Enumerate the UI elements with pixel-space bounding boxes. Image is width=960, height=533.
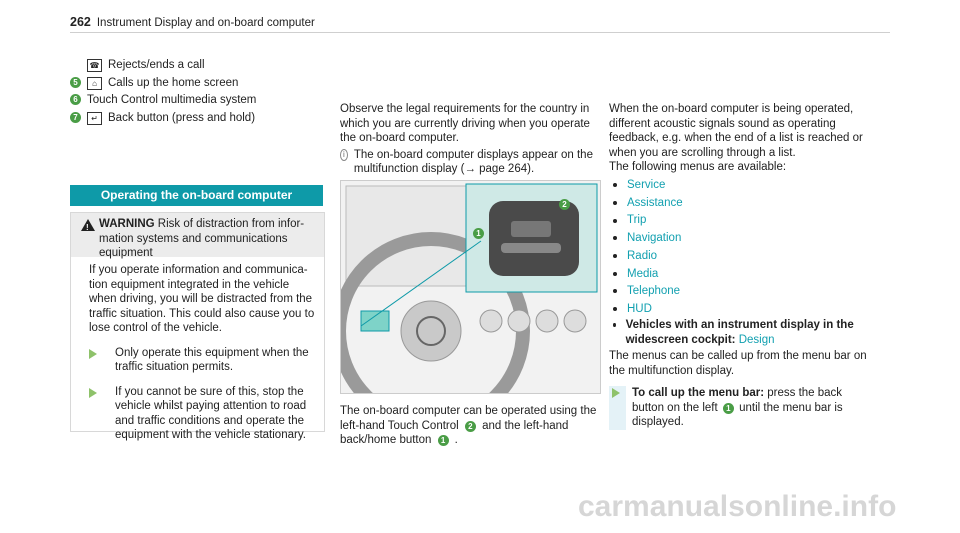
section-title: Operating the on-board computer [70,185,323,206]
item-text: Touch Control multimedia system [87,94,257,106]
column-2-bottom: The on-board computer can be operated us… [340,405,597,447]
list-item: Assistance [609,194,871,212]
callout-number: 7 [70,111,81,123]
menu-link[interactable]: Assistance [627,196,683,209]
menu-link[interactable]: Navigation [627,232,682,245]
menu-list: Service Assistance Trip Navigation Radio… [609,177,871,348]
item-text: Calls up the home screen [108,76,239,89]
step-text: If you cannot be sure of this, stop the … [115,385,307,442]
callout-1: 1 [473,228,484,239]
page-number: 262 [70,15,91,29]
warning-box: ! WARNING Risk of distraction from infor… [70,212,325,441]
list-item: HUD [609,300,871,318]
howto-text-2: until the menu bar is displayed. [632,401,843,429]
warning-label: WARNING [99,218,155,230]
list-item: 6 Touch Control multimedia system [70,93,325,108]
warning-body: If you operate information and communica… [89,263,317,443]
watermark: carmanualsonline.info [578,490,897,523]
menus-lead: The following menus are available: [609,161,787,173]
howto-label: To call up the menu bar: [632,387,765,399]
list-item: Trip [609,212,871,230]
list-item: Telephone [609,283,871,301]
note: i The on-board computer displays appear … [340,148,602,177]
column-3: When the on-board computer is being oper… [609,102,871,430]
warning-header: ! WARNING Risk of distraction from infor… [71,213,324,259]
warning-step: Only operate this equipment when the tra… [89,346,317,375]
instruction: To call up the menu bar: press the back … [609,386,871,430]
callout-number: 2 [464,420,476,432]
menu-link[interactable]: Service [627,179,666,192]
callout-number: 6 [70,94,81,105]
after-text: The on-board computer can be operated us… [340,405,597,432]
menu-link[interactable]: HUD [627,302,652,315]
list-item: ☎ Rejects/ends a call [70,58,325,73]
after-text-2: and the left-hand back/home button [340,419,569,447]
callout-number: 1 [722,402,734,414]
menu-link[interactable]: Design [738,333,775,346]
callout-number: 1 [437,435,449,446]
menu-link[interactable]: Telephone [627,285,681,298]
item-text: Back button (press and hold) [108,111,256,124]
page-header: 262 Instrument Display and on-board compu… [70,15,315,31]
step-text: Only operate this equipment when the tra… [115,346,309,374]
list-item: Radio [609,247,871,265]
menu-link[interactable]: Media [627,267,659,280]
warning-head-text: Risk of distraction from infor-mation sy… [99,218,305,259]
back-icon: ↵ [87,111,102,125]
arrow-icon [89,348,105,359]
page-title: Instrument Display and on-board computer [96,17,315,29]
button-list: ☎ Rejects/ends a call 5 ⌂ Calls up the h… [70,58,325,128]
intro-text: When the on-board computer is being oper… [609,103,863,159]
steering-wheel-figure: 1 2 [340,180,601,394]
info-icon: i [340,148,348,161]
callout-number [70,59,81,70]
list-item: Media [609,265,871,283]
menu-link[interactable]: Trip [627,214,647,227]
warning-icon: ! [81,219,95,232]
list-item: 5 ⌂ Calls up the home screen [70,76,325,91]
howto-text: press the back button on the left [632,387,843,414]
note-text: The on-board computer displays appear on… [353,148,593,176]
list-item: 7 ↵ Back button (press and hold) [70,111,325,126]
arrow-icon [612,388,620,398]
header-divider [70,32,890,33]
home-icon: ⌂ [87,76,102,90]
list-item: Vehicles with an instrument display in t… [609,318,871,347]
warning-step: If you cannot be sure of this, stop the … [89,385,317,443]
phone-hangup-icon: ☎ [87,59,102,72]
arrow-icon [89,387,105,398]
figure-illustration [341,181,600,393]
callout-2: 2 [559,199,570,210]
callout-number: 5 [70,76,81,88]
menu-bar-text: The menus can be called up from the menu… [609,350,867,377]
list-item: Navigation [609,230,871,248]
vehicles-line: Vehicles with an instrument display in t… [625,319,854,346]
intro-text: Observe the legal requirements for the c… [340,103,590,144]
item-text: Rejects/ends a call [108,59,205,71]
menu-link[interactable]: Radio [627,249,658,262]
list-item: Service [609,177,871,195]
warning-body-text: If you operate information and communica… [89,264,315,334]
column-2-top: Observe the legal requirements for the c… [340,102,602,177]
